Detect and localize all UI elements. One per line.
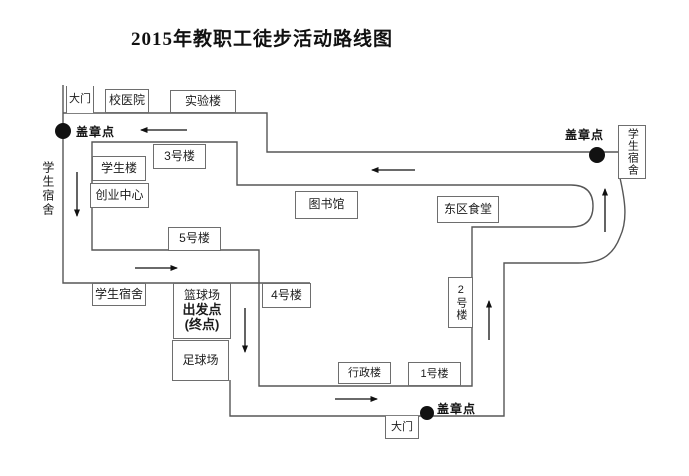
basketball-court-label: 篮球场 bbox=[183, 288, 220, 303]
stamp-dot-right bbox=[589, 147, 605, 163]
building-entrepreneur-center: 创业中心 bbox=[90, 183, 149, 208]
building-1: 1号楼 bbox=[408, 362, 461, 386]
building-basketball-start: 篮球场 出发点 (终点) bbox=[173, 283, 231, 339]
building-gate-top: 大门 bbox=[66, 86, 94, 113]
building-hospital: 校医院 bbox=[105, 89, 149, 113]
building-football-field: 足球场 bbox=[172, 340, 229, 381]
page-title: 2015年教职工徒步活动路线图 bbox=[130, 29, 393, 50]
stamp-point-label-left: 盖章点 bbox=[76, 125, 116, 139]
building-dorm-row: 学生宿舍 bbox=[92, 283, 146, 306]
start-point-label: 出发点 bbox=[182, 301, 222, 317]
building-3: 3号楼 bbox=[153, 144, 206, 169]
road-outline-central-block bbox=[91, 141, 594, 387]
stamp-point-label-bottom: 盖章点 bbox=[437, 402, 477, 416]
building-lab: 实验楼 bbox=[170, 90, 236, 113]
stamp-dot-left bbox=[55, 123, 71, 139]
building-dorm-right: 学生宿舍 bbox=[618, 125, 646, 179]
building-4: 4号楼 bbox=[262, 283, 311, 308]
road-outline-top bbox=[63, 112, 618, 153]
building-2: 2号楼 bbox=[448, 277, 473, 328]
building-east-canteen: 东区食堂 bbox=[437, 196, 499, 223]
building-admin: 行政楼 bbox=[338, 362, 391, 384]
building-library: 图书馆 bbox=[295, 191, 358, 219]
stamp-point-label-right: 盖章点 bbox=[565, 128, 605, 142]
end-point-label: (终点) bbox=[184, 316, 220, 332]
label-dorm-left-outer: 学生宿舍 bbox=[40, 161, 55, 217]
stamp-dot-bottom bbox=[420, 406, 434, 420]
road-outline-right-bottom bbox=[229, 177, 626, 417]
building-gate-bottom: 大门 bbox=[385, 416, 419, 439]
building-5: 5号楼 bbox=[168, 227, 221, 251]
building-student: 学生楼 bbox=[92, 156, 146, 181]
